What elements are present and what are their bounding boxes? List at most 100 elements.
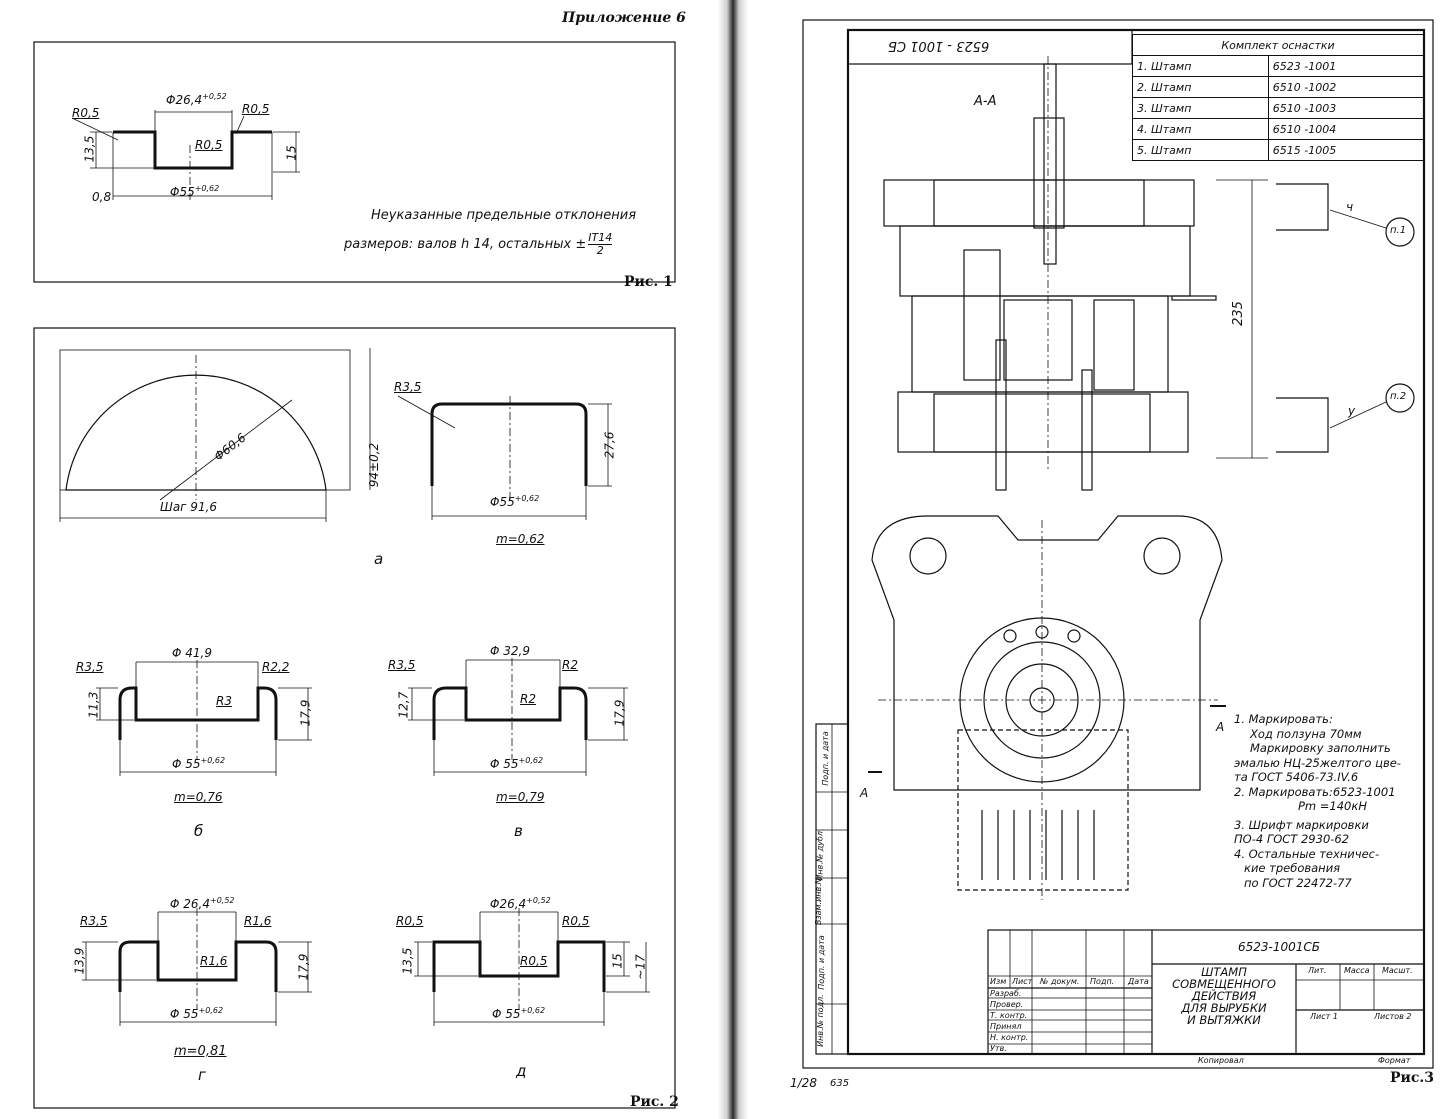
kit-row-code: 6515 -1005 — [1267, 139, 1425, 161]
fig2a-cup-dia: Φ55+0,62 — [490, 494, 540, 509]
kit-row-code: 6510 -1004 — [1267, 118, 1425, 140]
fig2v-profile — [432, 686, 588, 740]
fig1-caption: Рис. 1 — [624, 274, 673, 290]
drawing-right — [802, 19, 1434, 1069]
die-section-view — [883, 56, 1217, 491]
fig2b-label: б — [194, 822, 204, 840]
fig1-d-outer: Φ55+0,62 — [170, 184, 220, 199]
fig1-r-left: R0,5 — [72, 106, 100, 120]
fig2v-r-outer: R3,5 — [388, 658, 416, 672]
note-line: эмалью НЦ-25желтого цве- — [1234, 755, 1401, 770]
title-line: И ВЫТЯЖКИ — [1187, 1013, 1261, 1027]
tb-row: Н. контр. — [990, 1033, 1029, 1042]
kit-table-title: Комплект оснастки — [1132, 34, 1424, 56]
tb-row: Провер. — [990, 1000, 1024, 1009]
fig2a-cup-height: 27,6 — [602, 431, 617, 459]
fig2v-h-right: 17,9 — [612, 699, 627, 727]
tb-lit: Лит. — [1308, 966, 1327, 975]
fig2a-height: 94±0,2 — [367, 442, 382, 488]
mark-ch: ч — [1346, 200, 1354, 214]
fig2-caption: Рис. 2 — [630, 1094, 679, 1110]
fig2v-d-outer: Φ 55+0,62 — [490, 756, 544, 771]
fig1-d-inner: Φ26,4+0,52 — [166, 92, 227, 107]
fig2d-r-right: R0,5 — [562, 914, 590, 928]
tb-scale: Масшт. — [1382, 966, 1413, 975]
tb-row: Принял — [990, 1022, 1022, 1031]
fig2-frame — [33, 327, 676, 1109]
title-block-grid — [987, 929, 1425, 1055]
sheet-outer-frame — [802, 19, 1434, 1069]
fig1-note-line1: Неуказанные предельные отклонения — [371, 208, 637, 223]
note-line: Ход ползуна 70мм — [1250, 726, 1362, 741]
note-line: 3. Шрифт маркировки — [1234, 817, 1369, 832]
note-line: Маркировку заполнить — [1250, 741, 1391, 755]
fig1-h-left: 13,5 — [82, 135, 97, 163]
note-line: 1. Маркировать: — [1234, 712, 1333, 726]
fig3-caption: Рис.3 — [1390, 1070, 1435, 1086]
tb-row: Утв. — [990, 1044, 1007, 1053]
section-mark-right: А — [1216, 720, 1225, 734]
fig2g-r-outer: R3,5 — [80, 914, 108, 928]
position-1: п.1 — [1390, 225, 1407, 236]
fig2a-pitch: Шаг 91,6 — [160, 500, 218, 514]
fig2g-h-left: 13,9 — [72, 947, 87, 975]
fig1-frame — [33, 41, 676, 283]
fig1-r-right: R0,5 — [242, 102, 270, 116]
note-line: по ГОСТ 22472-77 — [1244, 875, 1352, 890]
fig2v-r-mid: R2 — [520, 692, 536, 706]
fig2g-d-inner: Φ 26,4+0,52 — [170, 896, 235, 911]
fig2d-h-total: ~17 — [633, 954, 648, 980]
tb-format: Формат — [1378, 1056, 1411, 1065]
fig2v-d-inner: Φ 32,9 — [490, 644, 530, 658]
top-code-upside: 6523 - 1001 СБ — [888, 38, 990, 53]
fig1-r-mid: R0,5 — [195, 138, 223, 152]
fig2d-r-mid: R0,5 — [520, 954, 548, 968]
fig2d-h-right: 15 — [610, 953, 625, 969]
fig2a-cup — [430, 402, 588, 486]
fig2a-label: а — [374, 550, 384, 568]
appendix-label: Приложение 6 — [562, 10, 686, 26]
right-page: 6523 - 1001 СБ Комплект оснастки 1. Штам… — [748, 0, 1449, 1119]
title-block-rows: Разраб. Провер. Т. контр. Принял Н. конт… — [990, 988, 1028, 1054]
fig1-profile — [113, 130, 272, 170]
fig2g-d-outer: Φ 55+0,62 — [170, 1006, 224, 1021]
tb-mass: Масса — [1344, 966, 1370, 975]
section-label: А-А — [974, 94, 997, 109]
fig2g-h-right: 17,9 — [296, 953, 311, 981]
note-line: 2. Маркировать:6523-1001 — [1234, 784, 1396, 799]
kit-row-code: 6510 -1003 — [1267, 97, 1425, 119]
fig2a-m: m=0,62 — [496, 532, 545, 546]
fig2d-label: д — [516, 1062, 527, 1080]
fig2d-h-left: 13,5 — [400, 947, 415, 975]
col-list: Лист — [1012, 977, 1033, 986]
book-gutter — [718, 0, 748, 1119]
fig2d-d-outer: Φ 55+0,62 — [492, 1006, 546, 1021]
drawing-left — [33, 41, 676, 1109]
fig2v-m: m=0,79 — [496, 790, 545, 804]
fig2v-label: в — [514, 822, 523, 840]
fig2b-r-mid: R3 — [216, 694, 232, 708]
footer-page: 1/28 — [790, 1076, 817, 1090]
fig2g-label: г — [198, 1066, 206, 1084]
kit-row-name: 1. Штамп — [1132, 55, 1269, 77]
fig2b-m: m=0,76 — [174, 790, 223, 804]
doc-code: 6523-1001СБ — [1238, 940, 1321, 954]
note-line: та ГОСТ 5406-73.IV.6 — [1234, 770, 1359, 784]
fig2b-d-inner: Φ 41,9 — [172, 646, 212, 660]
fig2b-profile — [118, 686, 278, 740]
kit-row-code: 6510 -1002 — [1267, 76, 1425, 98]
kit-row-code: 6523 -1001 — [1267, 55, 1425, 77]
die-plan-view — [868, 515, 1226, 900]
fig1-thickness: 0,8 — [92, 190, 112, 204]
drawing-title: ШТАМП СОВМЕЩЕННОГО ДЕЙСТВИЯ ДЛЯ ВЫРУБКИ … — [1152, 966, 1296, 1026]
tb-row: Разраб. — [990, 989, 1022, 998]
col-doc: № докум. — [1040, 977, 1080, 986]
title-line: СОВМЕЩЕННОГО ДЕЙСТВИЯ — [1172, 977, 1276, 1003]
note-line: ПО-4 ГОСТ 2930-62 — [1234, 832, 1350, 846]
side-strip-label: Подп. и дата — [820, 731, 830, 786]
